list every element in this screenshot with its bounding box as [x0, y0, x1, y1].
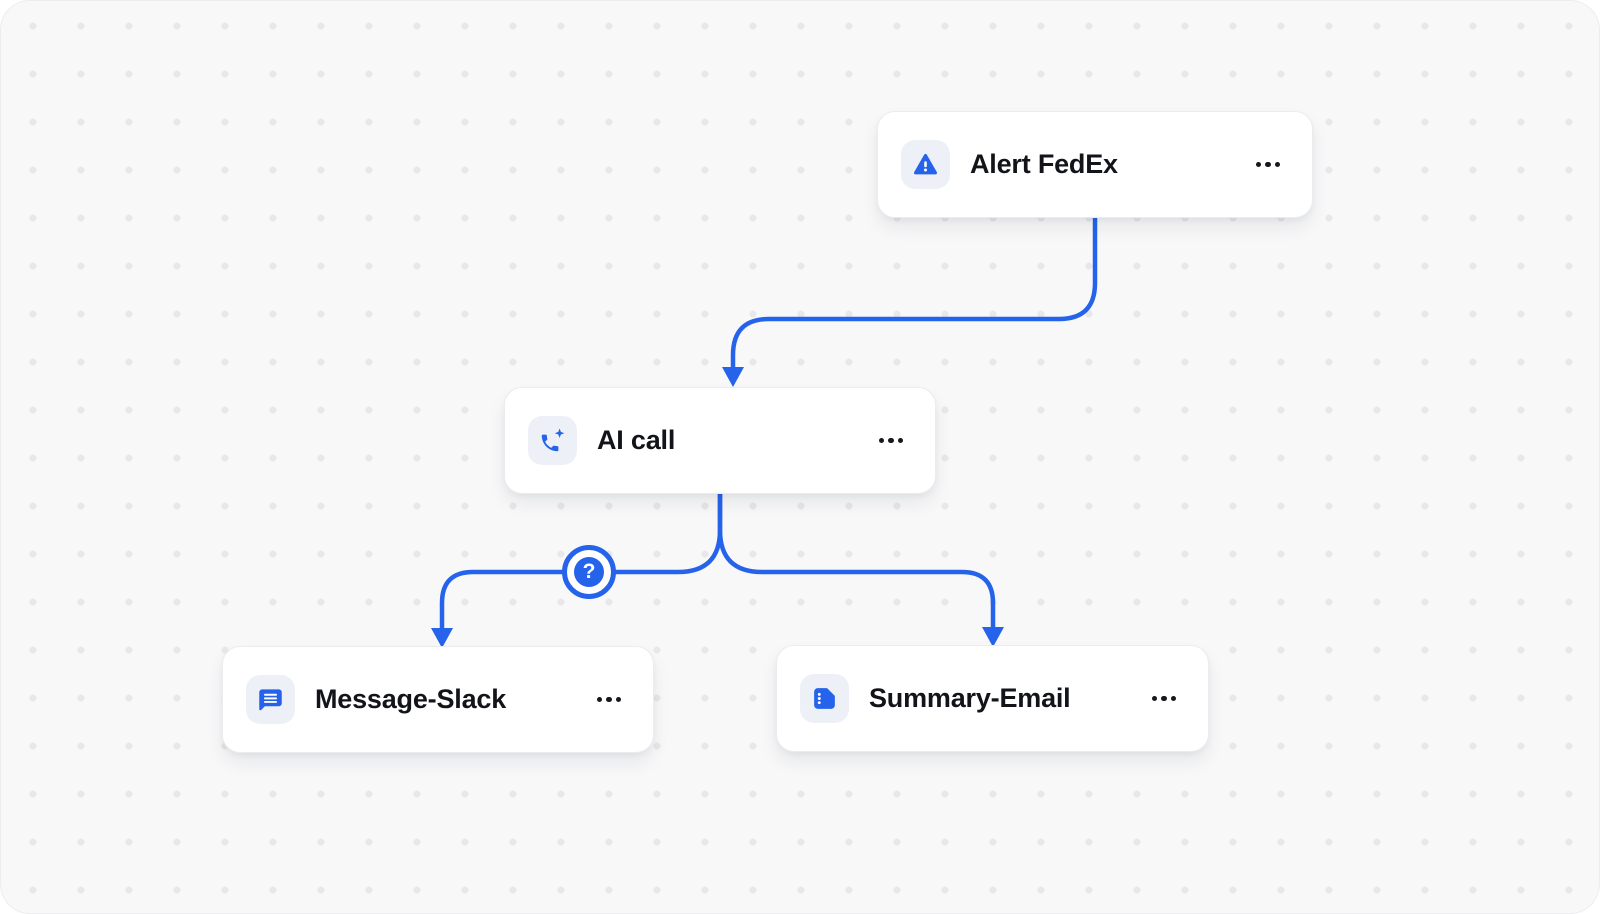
- arrowhead-icon: [431, 628, 453, 648]
- more-options-icon[interactable]: [1151, 695, 1176, 702]
- node-summary-email[interactable]: Summary-Email: [776, 645, 1209, 752]
- document-summary-icon: [800, 674, 849, 723]
- more-options-icon[interactable]: [596, 696, 621, 703]
- node-label: AI call: [597, 425, 676, 455]
- node-ai-call[interactable]: AI call: [504, 387, 936, 494]
- ai-call-phone-sparkle-icon: [528, 416, 577, 465]
- arrowhead-icon: [722, 367, 744, 387]
- chat-message-bubble-icon: [246, 675, 295, 724]
- question-mark-icon: ?: [574, 557, 604, 587]
- condition-badge[interactable]: ?: [562, 545, 616, 599]
- node-alert-fedex[interactable]: Alert FedEx: [877, 111, 1313, 218]
- node-label: Summary-Email: [869, 683, 1071, 713]
- more-options-icon[interactable]: [878, 437, 903, 444]
- edge-alert-fedex-to-ai-call: [722, 214, 1098, 387]
- arrowhead-icon: [982, 627, 1004, 647]
- node-message-slack[interactable]: Message-Slack: [222, 646, 654, 753]
- more-options-icon[interactable]: [1255, 161, 1280, 168]
- warning-triangle-icon: [901, 140, 950, 189]
- node-label: Message-Slack: [315, 684, 507, 714]
- edge-ai-call-to-summary-email: [717, 491, 1004, 647]
- node-label: Alert FedEx: [970, 149, 1118, 179]
